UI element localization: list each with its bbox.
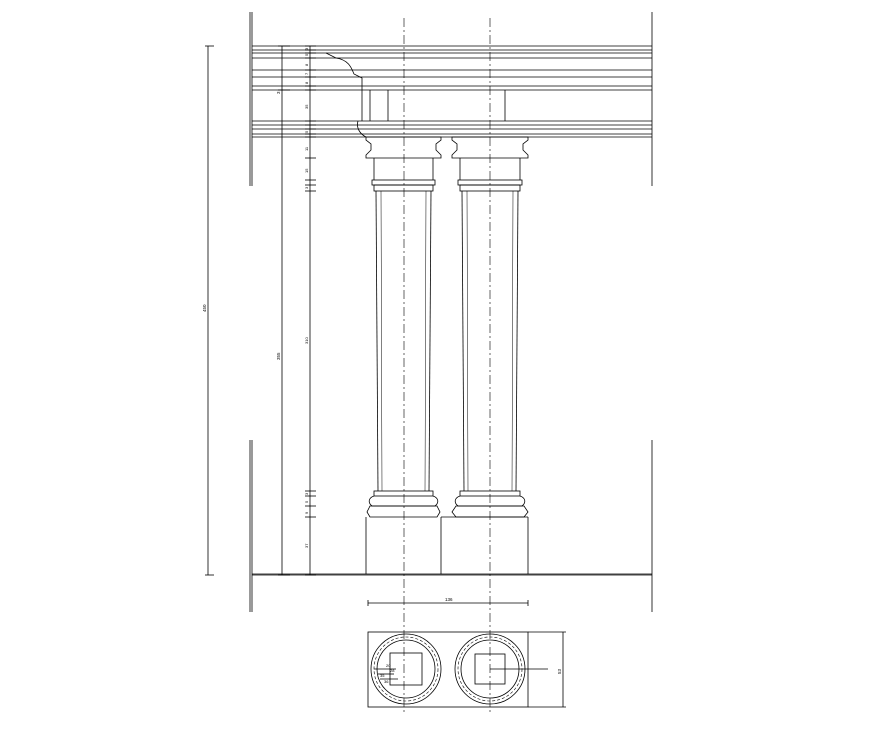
plan-width-label: 136 xyxy=(445,597,453,602)
plan-inner-3: 35 xyxy=(380,673,385,678)
plan-column-right-inner xyxy=(460,639,520,699)
capital-right xyxy=(451,136,529,159)
plan-view: 136 53 20 28 35 36 xyxy=(367,597,566,708)
plan-column-left-outer xyxy=(370,633,442,705)
dim-e1: 3 xyxy=(304,47,309,50)
boundary-lines xyxy=(249,12,653,612)
dim-e4: 7 xyxy=(304,72,309,75)
dim-capital: 11 xyxy=(304,146,309,151)
dim-capital-abacus: 15 xyxy=(304,168,309,173)
capital-left xyxy=(365,136,442,159)
dim-base-2: 5 xyxy=(304,500,309,503)
cornice-profile xyxy=(325,52,363,86)
dim-e3: 8 xyxy=(304,63,309,66)
column-right xyxy=(441,136,529,574)
dimension-chain: 450 355 3 xyxy=(202,45,316,576)
dim-frieze: 35 xyxy=(304,104,309,109)
dim-e2: 5 xyxy=(304,53,309,56)
upper-height-label: 3 xyxy=(276,91,281,94)
dim-shaft: 310 xyxy=(304,337,309,344)
plan-inner-2: 28 xyxy=(390,668,395,673)
column-height-label: 355 xyxy=(276,352,281,360)
dim-pedestal: 37 xyxy=(304,543,309,548)
dim-e5: 8 xyxy=(304,81,309,84)
centerlines xyxy=(403,18,491,712)
plan-inner-1: 20 xyxy=(386,663,391,668)
dim-neck: 3 xyxy=(304,186,309,189)
plan-inner-4: 36 xyxy=(384,679,389,684)
total-height-label: 450 xyxy=(202,304,207,312)
entablature xyxy=(252,45,652,138)
plan-column-right-outer xyxy=(454,633,526,705)
dim-base-3: 9 xyxy=(304,511,309,514)
column-left xyxy=(365,136,442,574)
ground-line xyxy=(252,573,652,576)
plan-depth-label: 53 xyxy=(557,668,562,674)
dim-base-1: 3 xyxy=(304,492,309,495)
dim-architrave: 5 xyxy=(304,130,309,133)
